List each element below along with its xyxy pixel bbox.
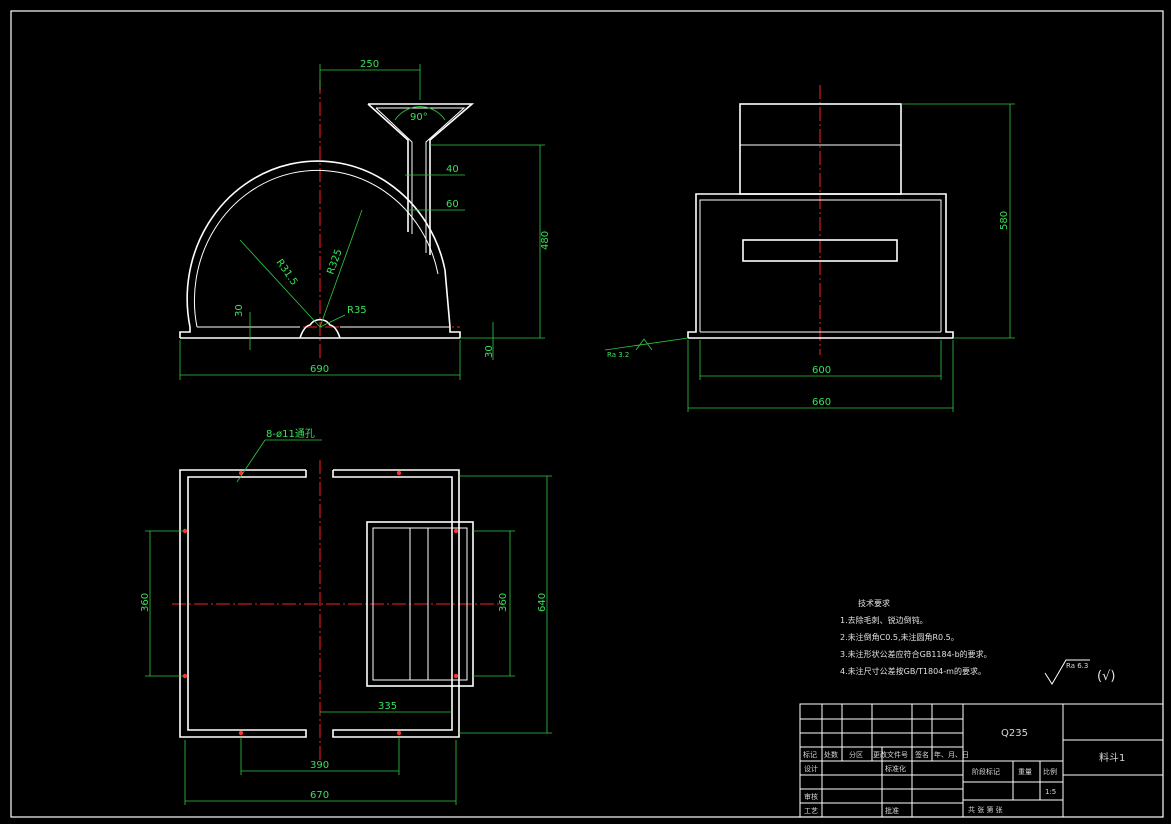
tech-note-2: 2.未注倒角C0.5,未注圆角R0.5。 [840, 632, 959, 642]
front-dim-foot-height: 30 [484, 345, 495, 358]
tech-note-4: 4.未注尺寸公差按GB/T1804-m的要求。 [840, 666, 986, 676]
tb-label-stage-mark: 阶段标记 [972, 767, 1000, 776]
drawing-border [10, 10, 1164, 818]
tb-label-design: 设计 [804, 764, 818, 773]
tb-rev-header-5: 签名 [915, 750, 929, 759]
front-dim-width: 690 [310, 364, 329, 375]
top-dim-hole-spacing: 390 [310, 760, 329, 771]
top-dim-right-span: 360 [498, 593, 509, 612]
tb-label-standardize: 标准化 [885, 764, 906, 773]
side-view: Ra 3.2 580 600 660 [604, 85, 1015, 412]
top-dim-width: 670 [310, 790, 329, 801]
side-dim-height: 580 [999, 211, 1010, 230]
side-dim-outer-width: 660 [812, 397, 831, 408]
tb-scale-value: 1:5 [1045, 788, 1056, 796]
surface-finish-value: Ra 6.3 [1066, 662, 1088, 670]
tb-label-weight: 重量 [1018, 768, 1032, 776]
front-dim-notch-radius: R35 [347, 305, 367, 316]
front-view: 250 90° 40 60 480 R31.5 R325 R35 30 30 6… [179, 59, 551, 380]
front-dim-pipe-b: 60 [446, 199, 459, 210]
side-dim-inner-width: 600 [812, 365, 831, 376]
front-dim-pipe-a: 40 [446, 164, 459, 175]
tb-rev-header-2: 处数 [824, 750, 838, 759]
side-roughness: Ra 3.2 [607, 351, 629, 359]
top-hole-callout: 8-ø11通孔 [266, 428, 315, 440]
title-block: 标记 处数 分区 更改文件号 签名 年、月、日 设计 标准化 审核 工艺 批准 … [799, 703, 1164, 818]
front-dim-funnel-angle: 90° [410, 112, 428, 123]
tb-rev-header-1: 标记 [803, 750, 817, 759]
tb-label-scale: 比例 [1043, 767, 1057, 776]
front-dim-height: 480 [540, 231, 551, 250]
tech-notes: 技术要求 1.去除毛刺、锐边倒钝。 2.未注倒角C0.5,未注圆角R0.5。 3… [840, 598, 992, 676]
top-dim-left-span: 360 [140, 593, 151, 612]
tb-label-process: 工艺 [804, 807, 818, 815]
top-dim-depth: 640 [537, 593, 548, 612]
surface-finish-bracket: (√) [1097, 669, 1115, 684]
tb-rev-header-3: 分区 [849, 750, 863, 759]
tb-part-name: 料斗1 [1099, 751, 1125, 764]
top-dim-box-width: 335 [378, 701, 397, 712]
tb-rev-header-4: 更改文件号 [873, 750, 908, 759]
tb-rev-header-6: 年、月、日 [934, 750, 969, 759]
front-dim-top-width: 250 [360, 59, 379, 70]
tech-note-1: 1.去除毛刺、锐边倒钝。 [840, 615, 928, 625]
surface-finish: Ra 6.3 (√) [1044, 659, 1115, 685]
tb-sheet-info: 共 张 第 张 [968, 805, 1003, 814]
top-view: 8-ø11通孔 360 360 640 335 390 670 [140, 428, 552, 805]
front-dim-inner-radius: R31.5 [274, 257, 300, 287]
tb-material: Q235 [1001, 728, 1028, 739]
tb-label-approve: 批准 [885, 806, 899, 815]
front-dim-base-height: 30 [234, 304, 245, 317]
tech-note-3: 3.未注形状公差应符合GB1184-b的要求。 [840, 649, 992, 659]
tech-notes-title: 技术要求 [858, 598, 890, 608]
front-dim-outer-radius: R325 [325, 248, 344, 276]
tb-label-check: 审核 [804, 792, 818, 801]
